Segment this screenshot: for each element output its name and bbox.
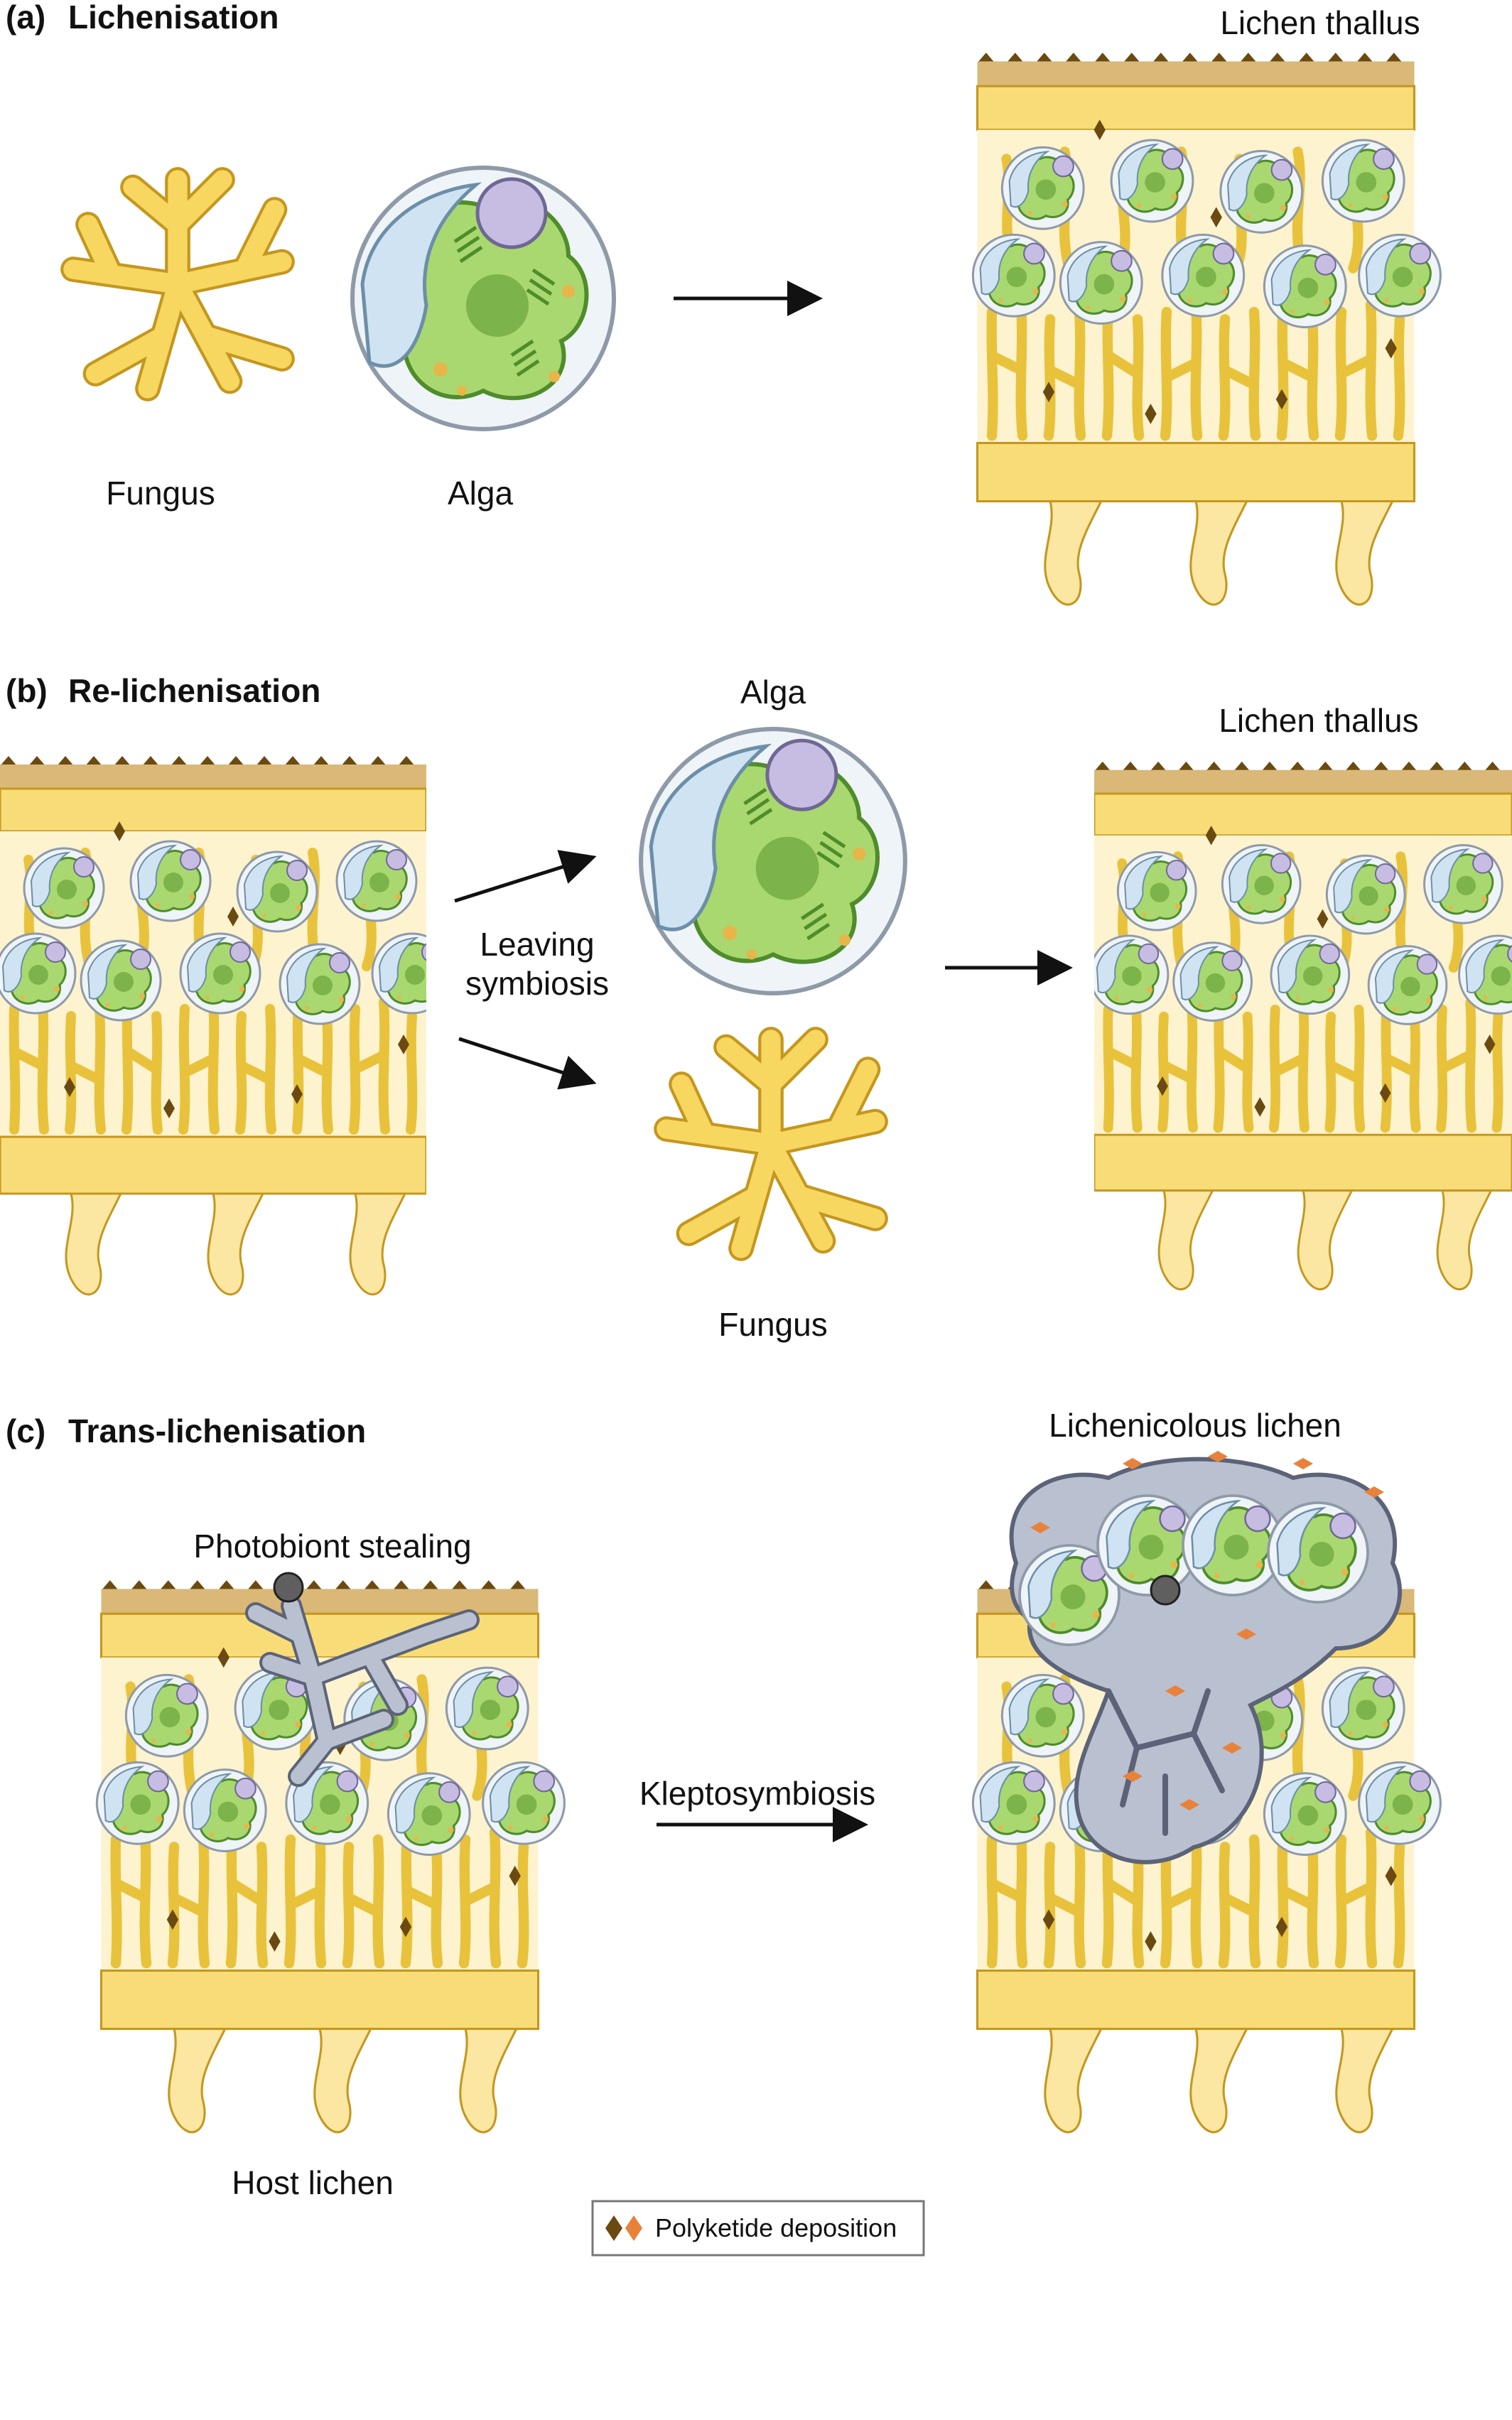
lichen-thallus-b-end — [1090, 762, 1512, 1290]
lichenicolous-lichen — [1009, 1451, 1402, 1864]
fungus-a — [73, 180, 282, 389]
alga-a — [352, 168, 614, 429]
panel-c-letter: (c) — [6, 1412, 45, 1449]
panel-a-title: Lichenisation — [68, 0, 279, 36]
legend-swatch-orange — [625, 2215, 642, 2241]
arrow-b-up — [454, 850, 597, 903]
alga-b — [641, 729, 905, 993]
panel-a-letter: (a) — [6, 0, 45, 36]
leaving-label-line2: symbiosis — [465, 965, 609, 1002]
lichen-thallus-a — [973, 53, 1440, 605]
legend-swatch-brown — [605, 2215, 622, 2241]
panel-b-letter: (b) — [6, 672, 48, 709]
panel-c-title: Trans-lichenisation — [68, 1412, 366, 1449]
fungus-label-b: Fungus — [718, 1306, 827, 1343]
panel-c: (c) Trans-lichenisation Photobiont steal… — [6, 1407, 1440, 2201]
lichen-thallus-b-start — [0, 756, 452, 1295]
panel-b-title: Re-lichenisation — [68, 672, 320, 709]
panel-a: (a) Lichenisation Fungus Alga Lichen tha… — [6, 0, 1440, 605]
arrow-b-down — [458, 1037, 597, 1090]
result-label-b: Lichen thallus — [1219, 702, 1418, 739]
host-lichen-label: Host lichen — [232, 2164, 394, 2201]
legend: Polyketide deposition — [591, 2200, 925, 2257]
kleptosymbiosis-label: Kleptosymbiosis — [639, 1775, 875, 1812]
photobiont-stealing-fungus — [245, 1572, 480, 1787]
result-label-a: Lichen thallus — [1220, 4, 1420, 41]
alga-label-a: Alga — [448, 475, 513, 512]
panel-b: (b) Re-lichenisation Leaving symbiosis A… — [0, 672, 1512, 1343]
stealing-label: Photobiont stealing — [193, 1528, 471, 1565]
fungus-b — [666, 1039, 875, 1248]
legend-label: Polyketide deposition — [655, 2213, 897, 2242]
alga-label-b: Alga — [740, 674, 806, 711]
leaving-label-line1: Leaving — [480, 926, 594, 963]
result-label-c: Lichenicolous lichen — [1049, 1407, 1341, 1444]
fungus-label-a: Fungus — [106, 475, 215, 512]
